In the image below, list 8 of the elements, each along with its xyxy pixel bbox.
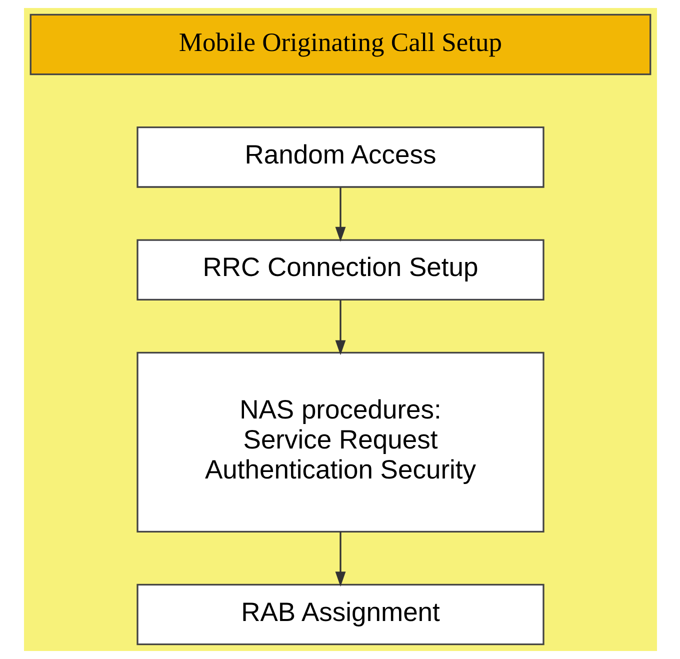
node-box: Mobile Originating Call Setup: [29, 14, 651, 76]
arrow: [334, 188, 346, 242]
node-box: RAB Assignment: [136, 584, 544, 646]
node-box: RRC Connection Setup: [136, 239, 544, 300]
node-box: NAS procedures: Service Request Authentication Security: [136, 352, 544, 532]
arrow: [334, 532, 346, 587]
node-box: Random Access: [136, 126, 544, 188]
arrow: [334, 300, 346, 356]
